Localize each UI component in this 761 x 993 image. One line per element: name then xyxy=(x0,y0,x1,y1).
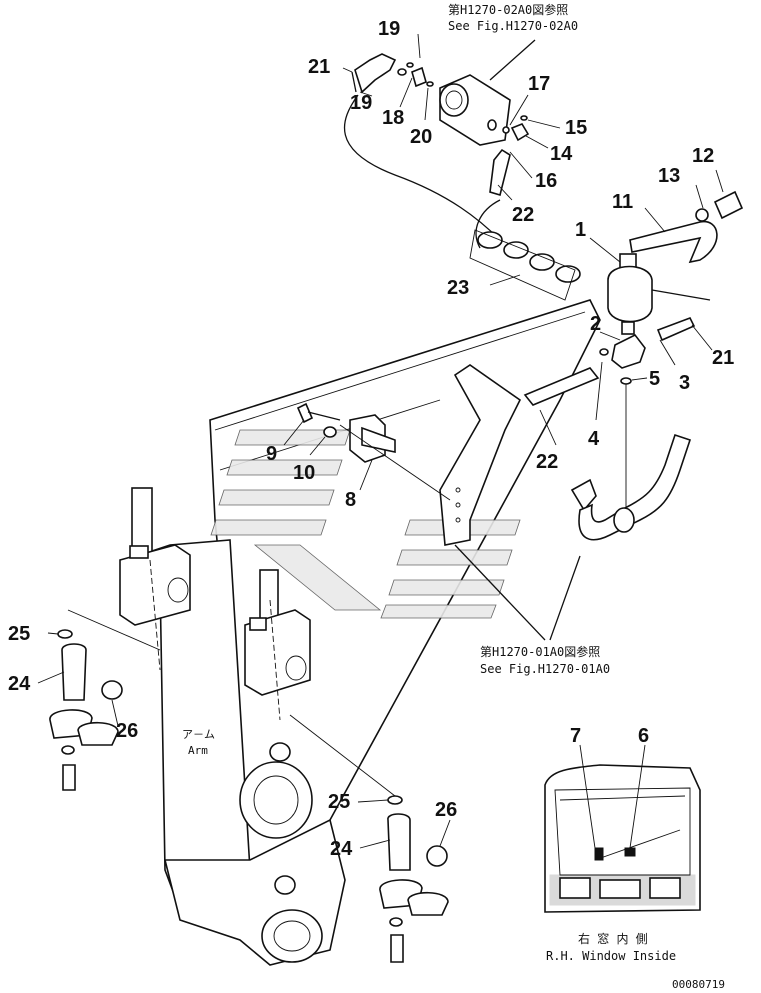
reference-top-en: See Fig.H1270-02A0 xyxy=(448,19,578,33)
part-number-12: 12 xyxy=(692,145,714,167)
part-number-2: 2 xyxy=(590,313,601,335)
part-number-9: 9 xyxy=(266,443,277,465)
part-number-22-top: 22 xyxy=(512,204,534,226)
part-number-19-top: 19 xyxy=(378,18,400,40)
part-number-26-left: 26 xyxy=(116,720,138,742)
part-number-4: 4 xyxy=(588,428,600,450)
part-number-11: 11 xyxy=(612,191,633,213)
fitting-group-left xyxy=(49,609,161,791)
watermark-logo xyxy=(210,429,521,619)
part-number-16: 16 xyxy=(535,170,557,192)
drawing-id: 00080719 xyxy=(672,978,725,991)
part-number-10: 10 xyxy=(293,462,315,484)
part-number-14: 14 xyxy=(550,143,573,165)
part-number-19-left: 19 xyxy=(350,92,372,114)
reference-middle-en: See Fig.H1270-01A0 xyxy=(480,662,610,676)
arm-label-jp: ア－ム xyxy=(182,728,215,741)
part-number-15: 15 xyxy=(565,117,587,139)
part-number-20: 20 xyxy=(410,126,432,148)
part-number-24-right: 24 xyxy=(330,838,353,860)
part-number-6: 6 xyxy=(638,725,649,747)
arm-label-en: Arm xyxy=(188,744,208,757)
reference-middle-jp: 第H1270-01A0図参照 xyxy=(480,644,600,659)
window-label-en: R.H. Window Inside xyxy=(546,949,676,963)
part-number-3: 3 xyxy=(679,372,690,394)
part-number-24-left: 24 xyxy=(8,673,31,695)
part-number-8: 8 xyxy=(345,489,356,511)
part-number-5: 5 xyxy=(649,368,660,390)
part-number-17: 17 xyxy=(528,73,550,95)
part-number-1: 1 xyxy=(575,219,586,241)
part-number-13: 13 xyxy=(658,165,680,187)
leader-lines xyxy=(37,33,724,849)
window-inset xyxy=(544,764,701,913)
part-number-22-mid: 22 xyxy=(536,451,558,473)
window-label-jp: 右 窓 内 側 xyxy=(578,931,648,946)
part-number-25-left: 25 xyxy=(8,623,30,645)
part-number-18: 18 xyxy=(382,107,404,129)
top-assembly xyxy=(343,53,744,541)
reference-top-jp: 第H1270-02A0図参照 xyxy=(448,2,568,17)
reference-notes: 第H1270-02A0図参照 See Fig.H1270-02A0 第H1270… xyxy=(182,2,725,991)
part-number-21-right: 21 xyxy=(712,347,734,369)
bracket-assembly xyxy=(296,364,522,546)
part-number-23: 23 xyxy=(447,277,469,299)
part-number-25-right: 25 xyxy=(328,791,350,813)
part-number-21-top: 21 xyxy=(308,56,330,78)
part-number-labels: 1 2 3 4 5 6 7 8 9 10 11 12 13 14 15 16 1… xyxy=(8,18,734,860)
fitting-group-right xyxy=(289,714,449,963)
part-number-7: 7 xyxy=(570,725,581,747)
part-number-26-right: 26 xyxy=(435,799,457,821)
